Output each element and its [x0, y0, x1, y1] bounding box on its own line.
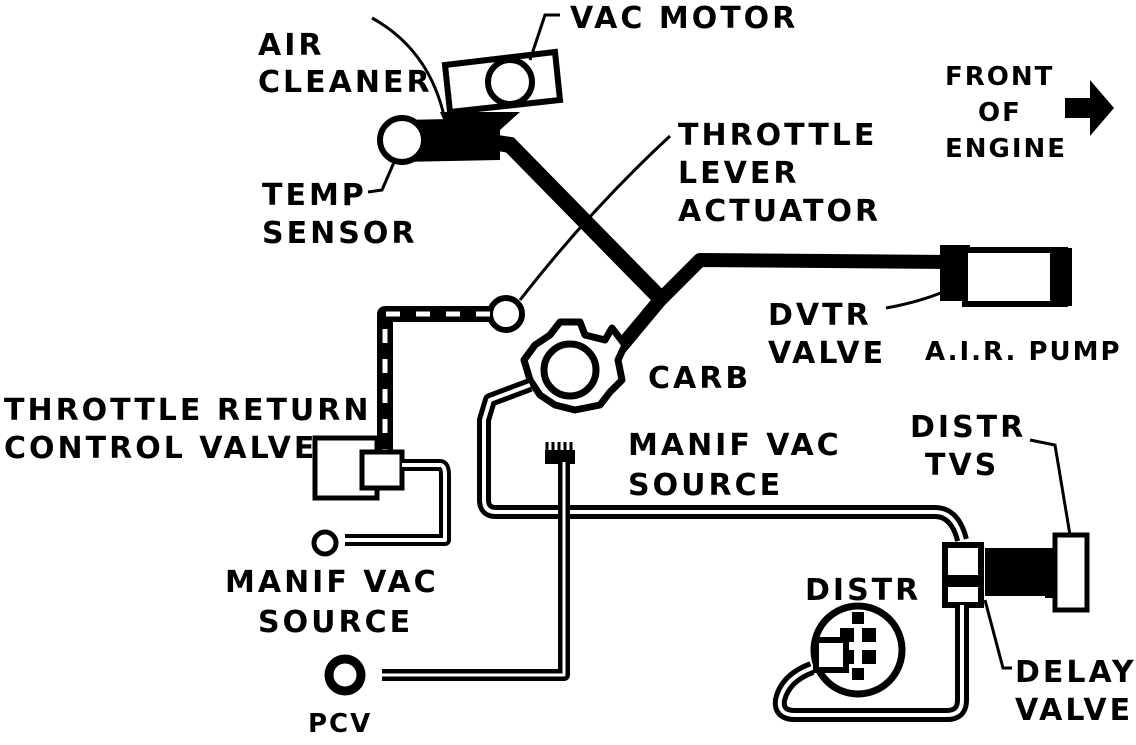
air-pump-label: A.I.R. PUMP	[925, 337, 1122, 367]
manif-vac-source-left-label-2: SOURCE	[258, 605, 413, 640]
pcv-port	[324, 654, 366, 696]
throttle-lever-actuator-label-1: THROTTLE	[678, 118, 877, 153]
carburetor	[520, 318, 629, 414]
pcv-label: PCV	[308, 709, 372, 739]
air-pump	[940, 245, 1072, 307]
dvtr-valve-label-2: VALVE	[768, 336, 886, 371]
front-of-engine-label-1: FRONT	[945, 62, 1054, 92]
delay-valve-leader	[983, 599, 1012, 670]
temp-sensor-label-1: TEMP	[262, 178, 367, 213]
distr-tvs-label-1: DISTR	[910, 410, 1026, 445]
manif-vac-source-left-port	[311, 529, 339, 557]
throttle-return-control-valve-label-2: CONTROL VALVE	[4, 431, 317, 466]
throttle-return-control-valve	[312, 435, 405, 501]
air-cleaner-label-1: AIR	[258, 28, 324, 63]
vac-motor-leader	[528, 13, 560, 61]
delay-valve-label-1: DELAY	[1015, 655, 1136, 690]
front-of-engine-arrow-icon	[1065, 80, 1114, 136]
distr-tvs-leader	[1029, 438, 1072, 536]
carb-label: CARB	[648, 361, 751, 396]
distributor	[810, 602, 906, 698]
hose-actuator-to-trcv-inner	[382, 311, 490, 455]
throttle-return-control-valve-label-1: THROTTLE RETURN	[4, 393, 371, 428]
temp-sensor	[377, 115, 500, 165]
hose-trcv-to-manif-vac-inner	[345, 463, 447, 542]
hose-carb-to-dvtr	[604, 253, 951, 365]
delay-valve-label-2: VALVE	[1015, 693, 1133, 728]
vac-motor	[440, 48, 564, 135]
dvtr-valve-label-1: DVTR	[768, 298, 872, 333]
delay-valve	[942, 542, 984, 608]
hose-carb-to-distr-tvs-inner	[482, 383, 964, 541]
manif-vac-source-left-label-1: MANIF VAC	[225, 565, 439, 600]
distr-label: DISTR	[805, 573, 921, 608]
hose-delay-valve-to-distr-inner	[777, 605, 964, 717]
hose-air-cleaner-to-carb	[472, 132, 668, 306]
air-cleaner-label-2: CLEANER	[258, 65, 433, 100]
throttle-lever-actuator-label-2: LEVER	[678, 156, 799, 191]
front-of-engine-label-2: OF	[978, 98, 1022, 128]
air-cleaner-outline	[371, 16, 447, 121]
manif-vac-source-center-label-1: MANIF VAC	[628, 428, 842, 463]
distr-tvs-label-2: TVS	[925, 448, 999, 483]
vac-motor-label: VAC MOTOR	[570, 1, 798, 36]
temp-sensor-label-2: SENSOR	[262, 216, 417, 251]
dvtr-valve-leader	[885, 288, 949, 310]
front-of-engine-label-3: ENGINE	[945, 134, 1067, 164]
throttle-lever-actuator-label-3: ACTUATOR	[678, 194, 881, 229]
temp-sensor-leader	[367, 159, 397, 194]
throttle-lever-actuator-leader	[518, 134, 672, 301]
manif-vac-source-center-label-2: SOURCE	[628, 468, 783, 503]
distr-tvs	[985, 532, 1090, 613]
hose-actuator-to-trcv	[377, 306, 490, 455]
throttle-lever-actuator	[487, 295, 525, 333]
manif-vac-source-center	[545, 442, 575, 464]
hose-manif-vac-to-pcv-inner	[382, 462, 566, 677]
